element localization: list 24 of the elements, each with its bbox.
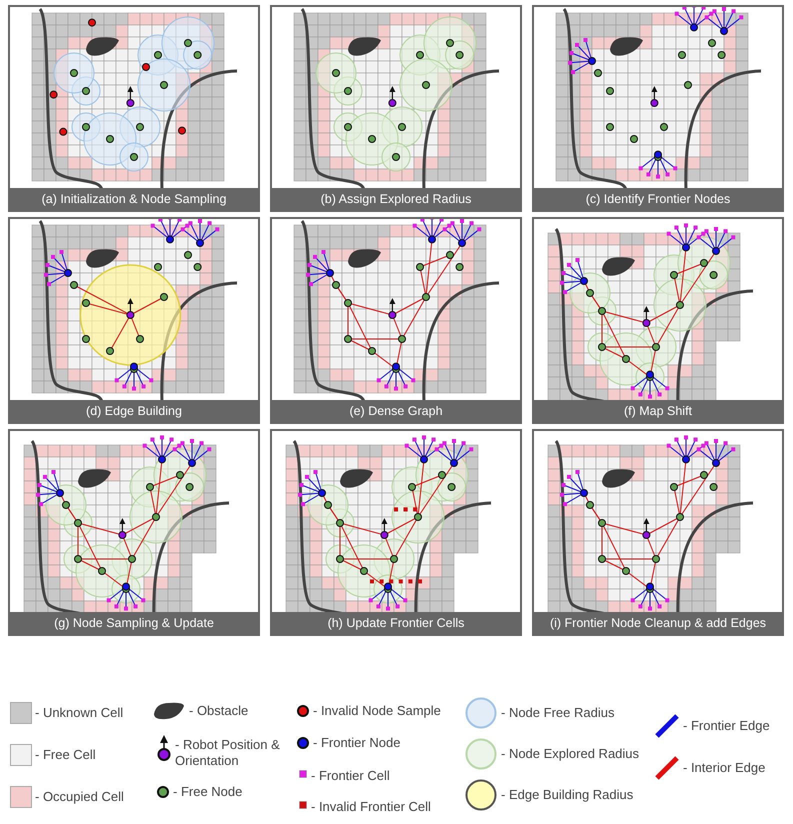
legend-label: - Obstacle (189, 703, 248, 719)
legend-label: - Unknown Cell (35, 705, 124, 721)
panel-caption: (b) Assign Explored Radius (272, 188, 520, 210)
legend-label: - Node Explored Radius (501, 746, 640, 762)
legend-label: - Frontier Edge (683, 718, 770, 734)
panel-caption: (h) Update Frontier Cells (272, 612, 520, 634)
legend-label: - Free Cell (35, 747, 96, 763)
panel-caption: (c) Identify Frontier Nodes (534, 188, 782, 210)
legend-label: - Invalid Node Sample (313, 703, 441, 719)
legend-label: - Frontier Cell (311, 768, 390, 784)
panel-caption: (a) Initialization & Node Sampling (10, 188, 258, 210)
panel-caption: (e) Dense Graph (272, 400, 520, 422)
panel-caption: (g) Node Sampling & Update (10, 612, 258, 634)
legend-label: - Interior Edge (683, 760, 766, 776)
panel-caption: (f) Map Shift (534, 400, 782, 422)
legend-label: - Frontier Node (313, 735, 400, 751)
legend-label: - Robot Position & Orientation (175, 737, 281, 769)
panel-caption: (d) Edge Building (10, 400, 258, 422)
legend-label: - Occupied Cell (35, 789, 124, 805)
legend-label: - Free Node (173, 784, 242, 800)
legend-label: - Invalid Frontier Cell (311, 799, 431, 815)
legend-label: - Edge Building Radius (501, 787, 634, 803)
panel-caption: (i) Frontier Node Cleanup & add Edges (534, 612, 782, 634)
legend-label: - Node Free Radius (501, 705, 614, 721)
